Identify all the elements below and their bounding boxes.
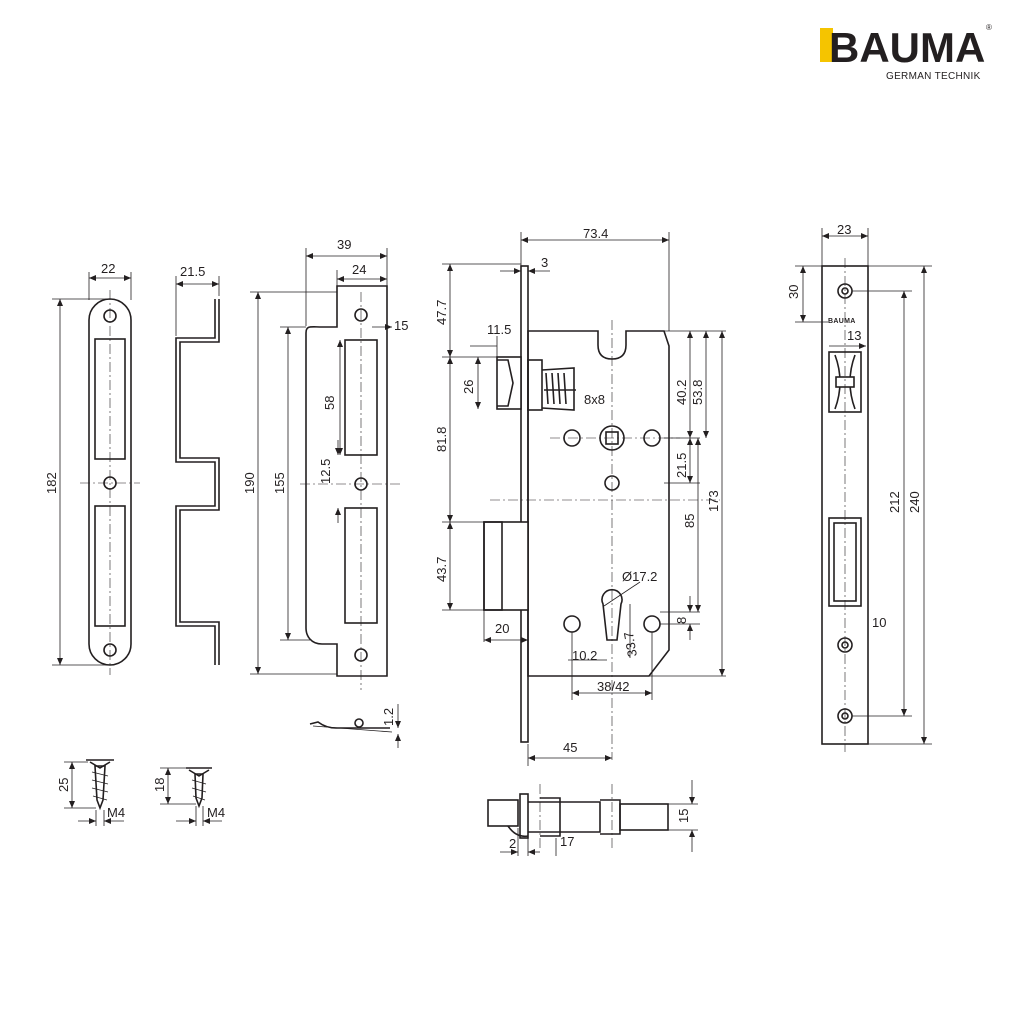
dim-plate-height: 190 [242,472,257,494]
dim-strike-width: 22 [101,261,115,276]
dim-38-42: 38/42 [597,679,630,694]
brand-logo: BAUMA GERMAN TECHNIK ® [820,23,992,82]
dim-bottom-15: 15 [676,809,691,823]
dim-face-13: 13 [847,328,861,343]
strike-plate-view: 39 24 15 190 155 58 12.5 1.2 [242,237,408,748]
lock-body-view: 73.4 3 47.7 11.5 26 8x8 81.8 43.7 20 [434,226,726,766]
dim-face-10: 10 [872,615,886,630]
dim-bottom-2: 2 [509,836,516,851]
dim-box-depth: 21.5 [180,264,205,279]
dim-21-5: 21.5 [674,453,689,478]
dim-173: 173 [706,490,721,512]
bottom-section-view: 15 2 17 [487,780,698,856]
screw-25-view: 25 M4 [56,759,125,826]
dim-latch-offset: 47.7 [434,300,449,325]
logo-accent-bar [820,28,833,62]
dim-strike-height: 182 [44,472,59,494]
dim-plate-cut: 155 [272,472,287,494]
dim-40-2: 40.2 [674,380,689,405]
dim-latch-width: 11.5 [487,322,511,337]
strike-box-side-view: 21.5 [175,264,220,665]
dim-face-240: 240 [907,491,922,513]
dim-8: 8 [674,617,689,624]
screw-18-view: 18 M4 [152,767,225,826]
dim-plate-hole: 15 [394,318,408,333]
dim-face-212: 212 [887,491,902,513]
dim-bolt-throw: 20 [495,621,509,636]
dim-spindle: 8x8 [584,392,605,407]
dim-bottom-17: 17 [560,834,574,849]
dim-85: 85 [682,514,697,528]
dim-backset: 45 [563,740,577,755]
faceplate-view: BAUMA 23 30 13 212 240 10 [786,222,932,752]
dim-screw2-length: 18 [152,778,167,792]
strike-front-view: 22 182 [44,261,140,675]
dim-43-7: 43.7 [434,557,449,582]
registered-mark: ® [986,23,992,32]
dim-plate-thickness: 1.2 [381,708,396,726]
brand-tagline: GERMAN TECHNIK [886,71,981,82]
dim-33-7: 33.7 [621,631,640,659]
dim-face-30: 30 [786,285,801,299]
dim-screw2-size: M4 [207,805,225,820]
dim-faceplate: 3 [541,255,548,270]
dim-10-2: 10.2 [572,648,597,663]
dim-screw1-size: M4 [107,805,125,820]
dim-screw1-length: 25 [56,778,71,792]
dim-face-width: 23 [837,222,851,237]
dim-latch-height: 26 [461,380,476,394]
brand-name: BAUMA [829,24,985,71]
dim-cylinder: Ø17.2 [622,569,657,584]
dim-plate-slot: 58 [322,396,337,410]
faceplate-brand-mark: BAUMA [828,318,856,325]
dim-plate-gap: 12.5 [318,459,333,484]
dim-plate-inner: 24 [352,262,366,277]
dim-53-8: 53.8 [690,380,705,405]
dim-body-width: 73.4 [583,226,608,241]
dim-81-8: 81.8 [434,427,449,452]
dim-plate-width: 39 [337,237,351,252]
